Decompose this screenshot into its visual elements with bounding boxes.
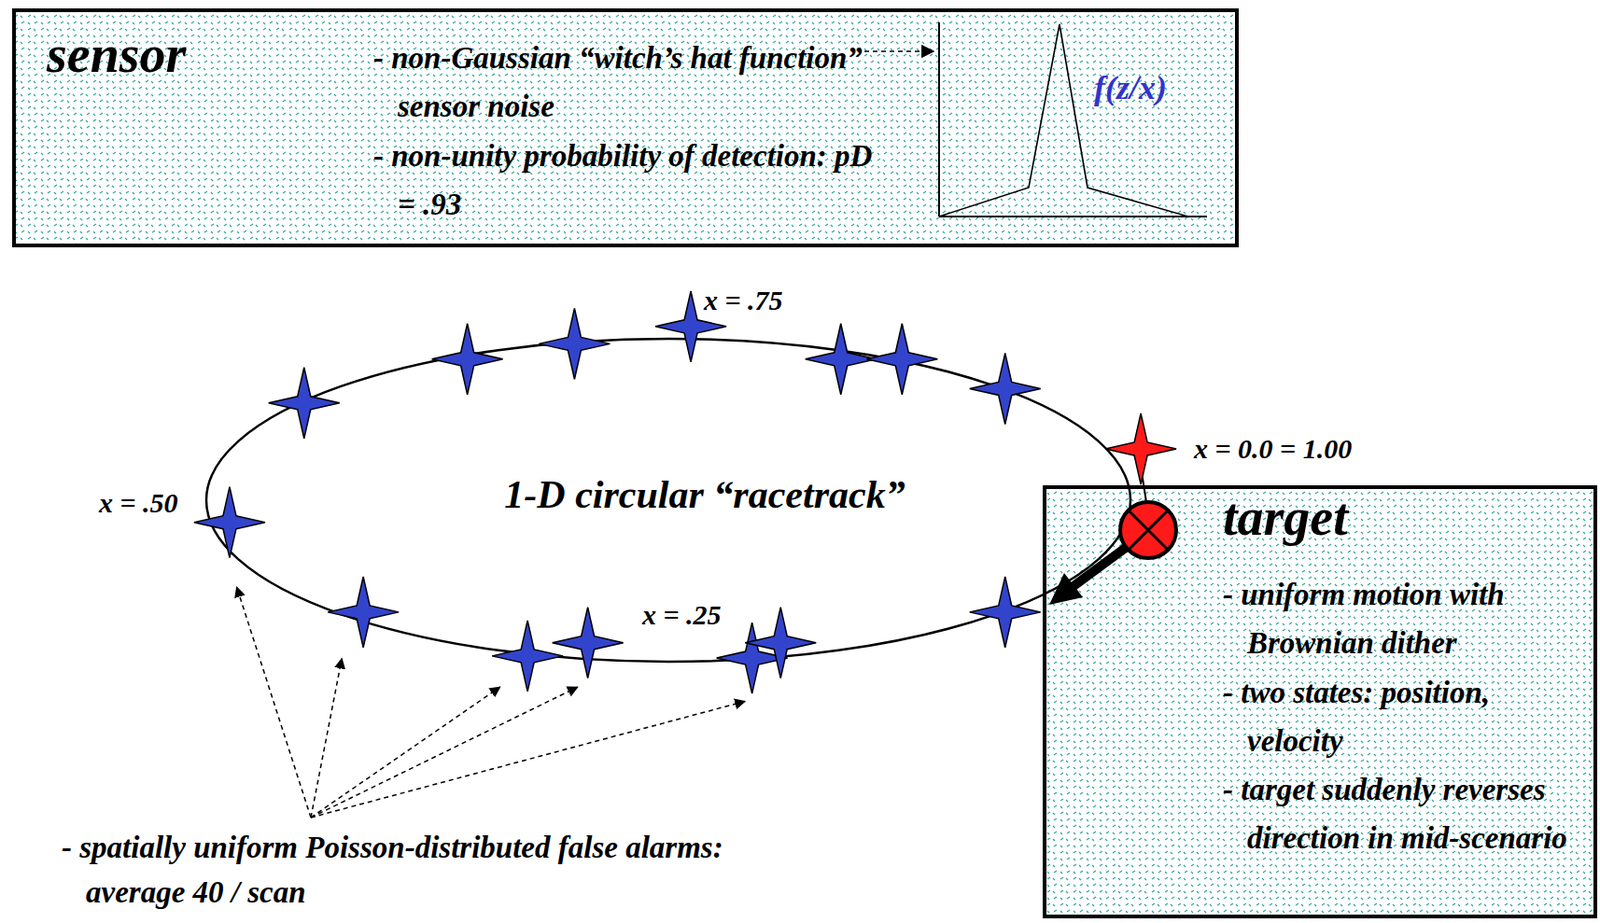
target-stem (1140, 466, 1147, 503)
pointer-arrow (864, 50, 934, 53)
false-alarm-star (805, 323, 877, 395)
leader-lines (237, 587, 745, 818)
position-label: x = .50 (98, 487, 179, 520)
target-texture (1044, 487, 1596, 917)
sensor-texture (14, 10, 1237, 246)
bullet-text: - non-Gaussian “witch’s hat function” se… (373, 33, 897, 131)
false-alarm-star (491, 620, 563, 692)
panel-heading: sensor (46, 24, 186, 85)
track-title: 1-D circular “racetrack” (504, 472, 905, 518)
leader-line (237, 587, 311, 818)
position-label: x = .75 (703, 284, 784, 318)
leader-line (310, 687, 501, 818)
leader-line (310, 701, 745, 818)
false-alarm-star (327, 576, 399, 648)
false-alarm-star (432, 323, 504, 395)
false-alarm-star (866, 323, 938, 395)
false-alarm-star (969, 352, 1041, 424)
panel-heading: target (1222, 487, 1348, 548)
leader-line (310, 659, 342, 818)
bullet-text: - non-unity probability of detection: pD… (373, 131, 897, 229)
false-alarm-star (716, 622, 788, 694)
bullet-text: - uniform motion with Brownian dither (1222, 570, 1591, 668)
false-alarm-star (268, 367, 340, 439)
bullet-text: - two states: position, velocity (1222, 668, 1591, 766)
false-alarm-star (552, 607, 624, 679)
target-panel: target - uniform motion with Brownian dit… (1042, 485, 1598, 919)
false-alarm-star (744, 607, 816, 679)
bullet-text: - target suddenly reverses direction in … (1222, 765, 1591, 863)
leader-line (310, 687, 578, 818)
sensor-panel: sensor - non-Gaussian “witch’s hat functi… (12, 8, 1239, 248)
function-label: f(z/x) (1094, 69, 1167, 108)
target-star (1105, 413, 1177, 485)
position-label: x = 0.0 = 1.00 (1193, 433, 1352, 466)
note-text: - spatially uniform Poisson-distributed … (61, 825, 753, 915)
false-alarm-star (194, 487, 266, 559)
false-alarm-star (969, 576, 1041, 648)
false-alarm-stars (194, 291, 1041, 694)
target-symbol (1049, 502, 1177, 605)
position-label: x = .25 (642, 599, 722, 632)
noise-chart (939, 22, 1208, 217)
false-alarm-star (538, 308, 610, 379)
